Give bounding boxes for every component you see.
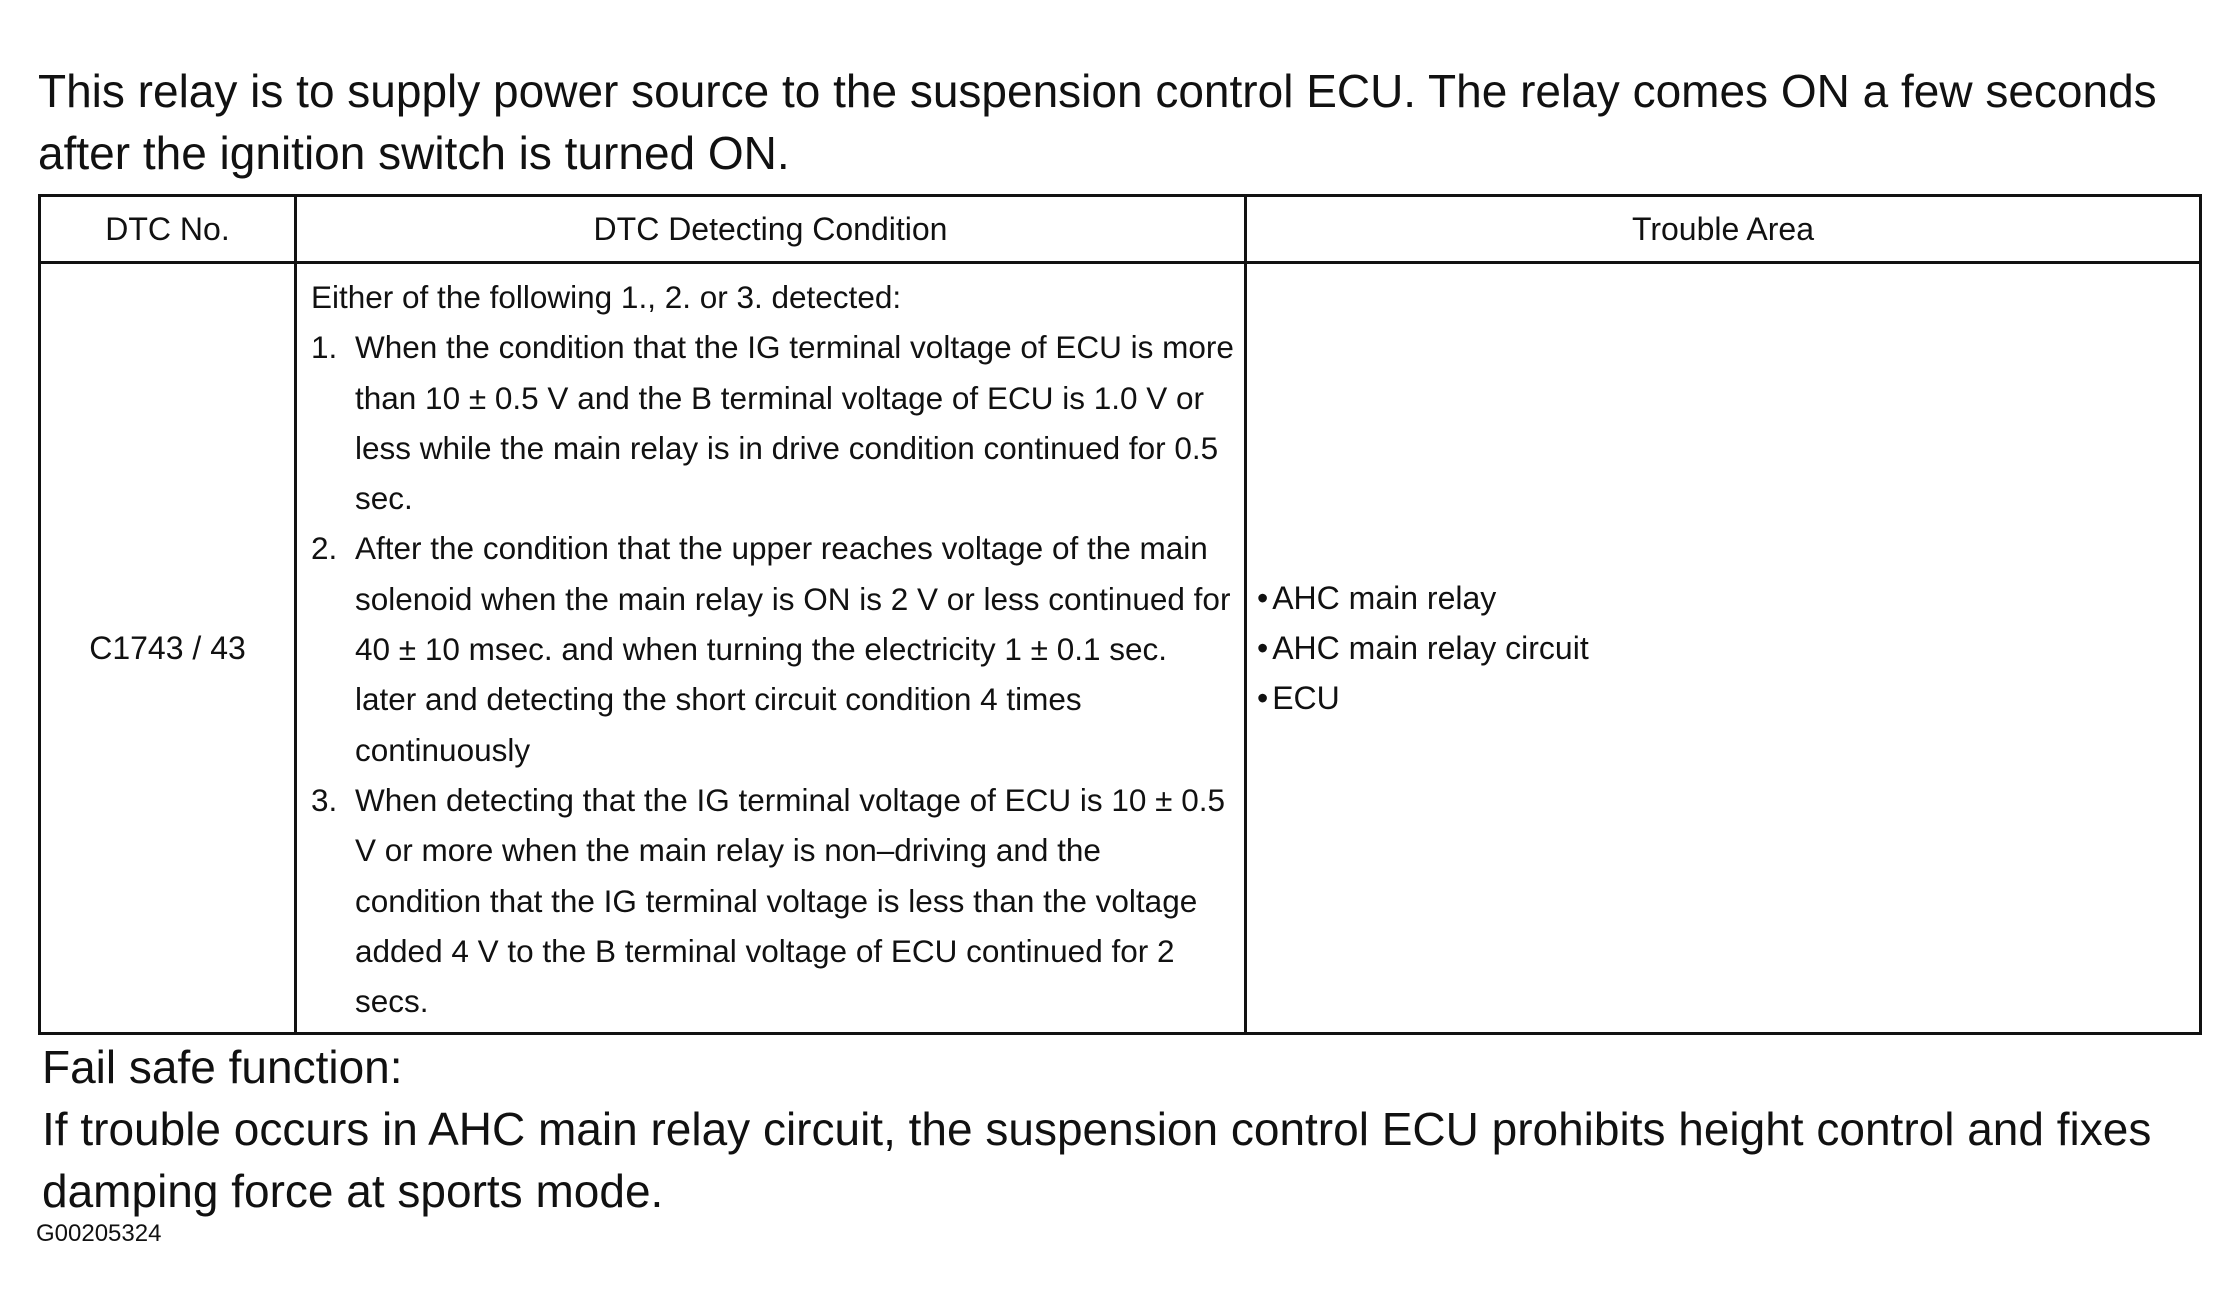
- condition-number: 3.: [311, 781, 338, 818]
- condition-intro: Either of the following 1., 2. or 3. det…: [311, 279, 902, 315]
- intro-paragraph: This relay is to supply power source to …: [38, 65, 2157, 179]
- condition-text: When detecting that the IG terminal volt…: [355, 781, 1225, 1020]
- trouble-area-item: ECU: [1257, 673, 2199, 723]
- trouble-area-item: AHC main relay: [1257, 573, 2199, 623]
- failsafe-text: If trouble occurs in AHC main relay circ…: [42, 1103, 2152, 1217]
- header-dtc-no: DTC No.: [38, 194, 297, 264]
- condition-number: 1.: [311, 329, 338, 366]
- condition-item: 2. After the condition that the upper re…: [311, 523, 1234, 774]
- header-trouble-area: Trouble Area: [1244, 194, 2202, 264]
- trouble-area-item: AHC main relay circuit: [1257, 623, 2199, 673]
- detecting-condition-cell: Either of the following 1., 2. or 3. det…: [294, 260, 1247, 1036]
- trouble-area-cell: AHC main relay AHC main relay circuit EC…: [1244, 260, 2202, 1036]
- failsafe-section: Fail safe function: If trouble occurs in…: [42, 1036, 2222, 1222]
- dtc-table: DTC No. DTC Detecting Condition Trouble …: [38, 194, 2202, 1036]
- condition-item: 3. When detecting that the IG terminal v…: [311, 775, 1234, 1026]
- header-detecting-condition: DTC Detecting Condition: [294, 194, 1247, 264]
- dtc-number-cell: C1743 / 43: [38, 260, 297, 1036]
- condition-item: 1. When the condition that the IG termin…: [311, 322, 1234, 523]
- condition-text: When the condition that the IG terminal …: [355, 329, 1234, 517]
- trouble-area-list: AHC main relay AHC main relay circuit EC…: [1257, 573, 2199, 724]
- table-row: C1743 / 43 Either of the following 1., 2…: [38, 260, 2202, 1036]
- condition-text: After the condition that the upper reach…: [355, 530, 1231, 768]
- table-header-row: DTC No. DTC Detecting Condition Trouble …: [38, 194, 2202, 264]
- condition-list: 1. When the condition that the IG termin…: [311, 322, 1234, 1026]
- condition-number: 2.: [311, 530, 338, 567]
- figure-code: G00205324: [36, 1220, 162, 1247]
- failsafe-title: Fail safe function:: [42, 1041, 403, 1093]
